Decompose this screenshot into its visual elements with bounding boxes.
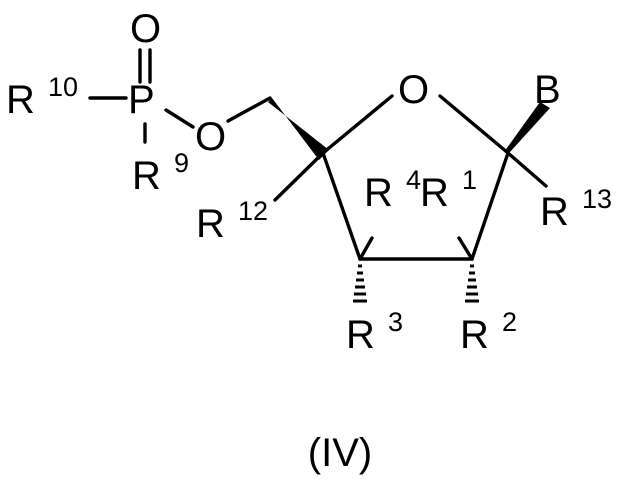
c1-r13-bond xyxy=(508,153,546,186)
r12-superscript: 12 xyxy=(238,196,268,226)
atom-o-ester: O xyxy=(195,115,226,159)
c2-c1-bond xyxy=(472,153,508,259)
atom-b: B xyxy=(534,68,561,112)
substituent-r13: R 13 xyxy=(540,184,612,234)
c4-c3-bond xyxy=(323,153,360,259)
r1-base: R xyxy=(420,171,449,215)
c2-r1-bond xyxy=(459,238,472,259)
r4-base: R xyxy=(364,171,393,215)
r1-superscript: 1 xyxy=(462,165,477,195)
hashed-bond-c3-r3 xyxy=(353,266,367,301)
c3-r4-bond xyxy=(360,238,372,259)
o-ch2-bond xyxy=(228,98,270,121)
substituent-r12: R 12 xyxy=(196,196,268,246)
hashed-bond-c2-r2 xyxy=(465,266,479,301)
c4-r12-bond xyxy=(275,153,323,200)
r4-superscript: 4 xyxy=(406,165,421,195)
r3-superscript: 3 xyxy=(388,307,403,337)
c4-o-ring-bond xyxy=(323,96,392,153)
substituent-r10: R 10 xyxy=(6,72,78,122)
atom-o-ring: O xyxy=(398,68,429,112)
p-o-ester-bond xyxy=(166,110,193,127)
o-ring-c1-bond xyxy=(440,96,508,153)
substituent-r4: R 4 xyxy=(364,165,421,215)
r2-superscript: 2 xyxy=(502,307,517,337)
atom-p: P xyxy=(128,78,155,122)
r12-base: R xyxy=(196,202,225,246)
substituent-r2: R 2 xyxy=(460,307,517,357)
atom-o-phosphoryl: O xyxy=(130,7,161,51)
substituent-r1: R 1 xyxy=(420,165,477,215)
r13-base: R xyxy=(540,190,569,234)
r9-superscript: 9 xyxy=(174,148,189,178)
substituent-r3: R 3 xyxy=(346,307,403,357)
wedge-c4-ch2 xyxy=(268,98,329,160)
r3-base: R xyxy=(346,313,375,357)
r9-base: R xyxy=(132,154,161,198)
r10-base: R xyxy=(6,78,35,122)
substituent-r9: R 9 xyxy=(132,148,189,198)
r10-superscript: 10 xyxy=(48,72,78,102)
r13-superscript: 13 xyxy=(582,184,612,214)
r2-base: R xyxy=(460,313,489,357)
formula-caption: (IV) xyxy=(308,431,372,475)
